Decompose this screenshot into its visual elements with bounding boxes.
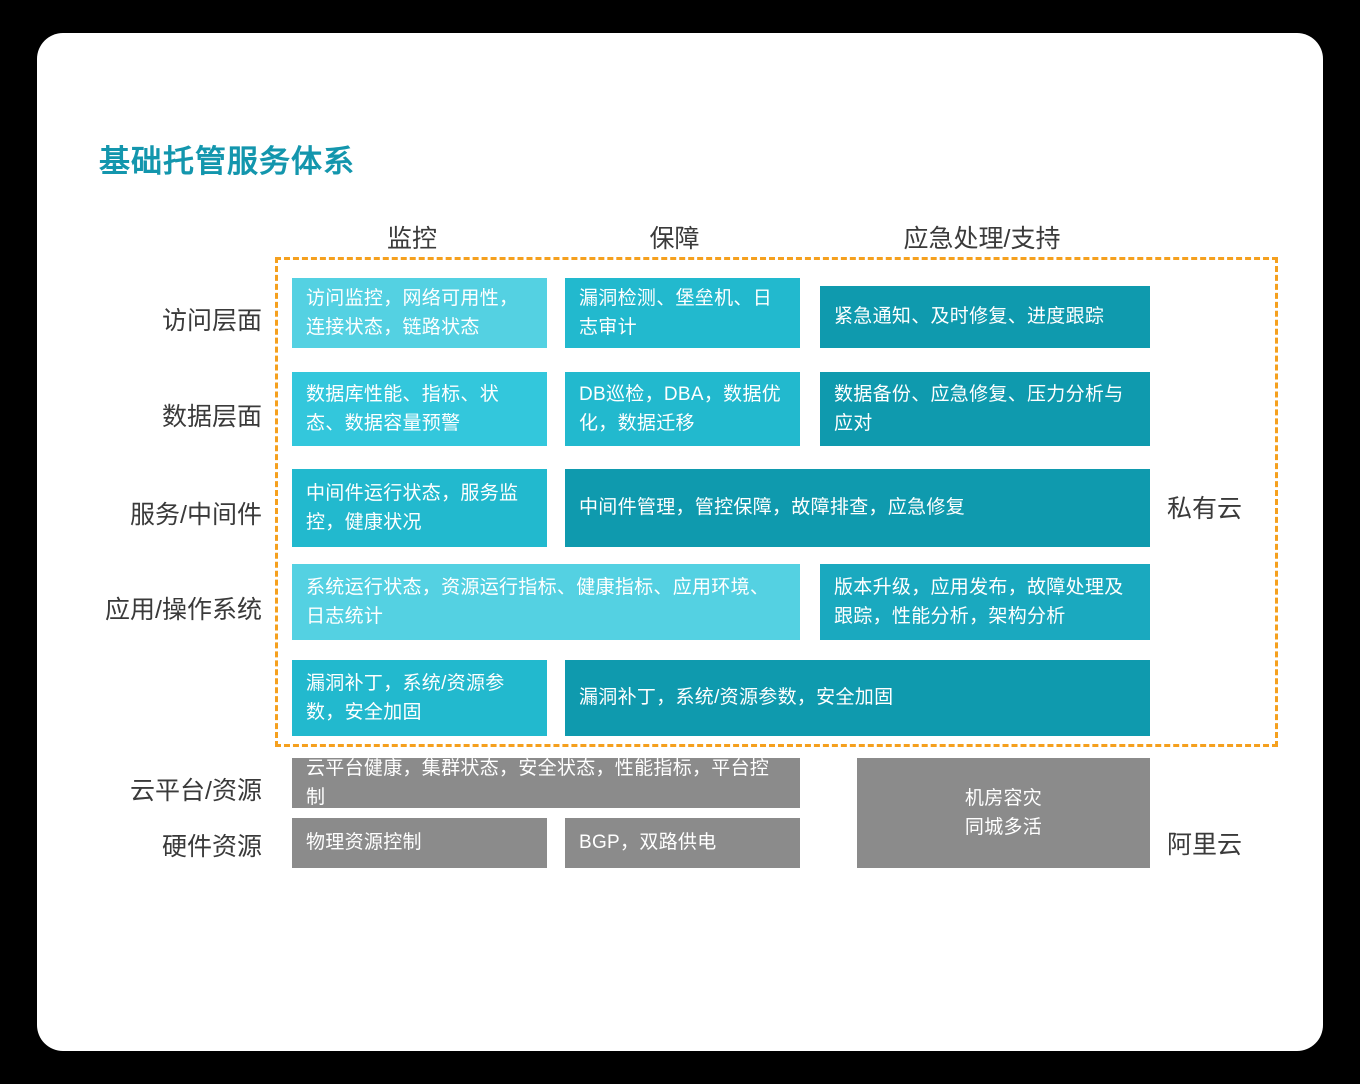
cell-patch-monitor[interactable]: 漏洞补丁，系统/资源参数，安全加固 bbox=[292, 660, 547, 736]
cell-text: 紧急通知、及时修复、进度跟踪 bbox=[834, 306, 1105, 328]
cell-text: 版本升级，应用发布，故障处理及跟踪，性能分析，架构分析 bbox=[834, 576, 1124, 627]
cell-access-guarantee[interactable]: 漏洞检测、堡垒机、日志审计 bbox=[565, 278, 800, 348]
cell-data-emergency[interactable]: 数据备份、应急修复、压力分析与应对 bbox=[820, 372, 1150, 446]
diagram-card: 基础托管服务体系 监控 保障 应急处理/支持 访问层面 数据层面 服务/中间件 … bbox=[37, 33, 1323, 1051]
cell-text: DB巡检，DBA，数据优化，数据迁移 bbox=[579, 383, 782, 434]
row-label-access: 访问层面 bbox=[161, 307, 262, 335]
row-label-platform: 云平台/资源 bbox=[130, 777, 262, 805]
cell-text: 漏洞补丁，系统/资源参数，安全加固 bbox=[306, 672, 505, 723]
cell-text-line1: 机房容灾 bbox=[964, 787, 1043, 809]
side-label-private-cloud: 私有云 bbox=[1167, 495, 1243, 523]
cell-text: 访问监控，网络可用性，连接状态，链路状态 bbox=[306, 287, 519, 338]
cell-text: BGP，双路供电 bbox=[579, 832, 717, 854]
cell-text: 漏洞检测、堡垒机、日志审计 bbox=[579, 287, 773, 338]
cell-text: 中间件管理，管控保障，故障排查，应急修复 bbox=[579, 497, 966, 519]
cell-text: 数据库性能、指标、状态、数据容量预警 bbox=[306, 383, 500, 434]
column-header-emergency: 应急处理/支持 bbox=[903, 225, 1061, 253]
row-label-data: 数据层面 bbox=[161, 403, 262, 431]
cell-service-wide[interactable]: 中间件管理，管控保障，故障排查，应急修复 bbox=[565, 469, 1150, 547]
cell-hardware-guarantee[interactable]: BGP，双路供电 bbox=[565, 818, 800, 868]
cell-access-monitor[interactable]: 访问监控，网络可用性，连接状态，链路状态 bbox=[292, 278, 547, 348]
row-label-service: 服务/中间件 bbox=[130, 501, 262, 529]
row-label-hardware: 硬件资源 bbox=[161, 833, 262, 861]
page-title: 基础托管服务体系 bbox=[99, 144, 355, 179]
cell-data-guarantee[interactable]: DB巡检，DBA，数据优化，数据迁移 bbox=[565, 372, 800, 446]
cell-application-wide[interactable]: 系统运行状态，资源运行指标、健康指标、应用环境、日志统计 bbox=[292, 564, 800, 640]
side-label-alibaba-cloud: 阿里云 bbox=[1167, 831, 1243, 859]
cell-text-line2: 同城多活 bbox=[964, 817, 1043, 838]
column-header-monitor: 监控 bbox=[386, 225, 437, 253]
cell-access-emergency[interactable]: 紧急通知、及时修复、进度跟踪 bbox=[820, 286, 1150, 348]
cell-platform-monitor[interactable]: 云平台健康，集群状态，安全状态，性能指标，平台控制 bbox=[292, 758, 800, 808]
cell-text: 中间件运行状态，服务监控，健康状况 bbox=[306, 482, 519, 533]
row-label-application: 应用/操作系统 bbox=[105, 596, 262, 624]
cell-text: 物理资源控制 bbox=[306, 832, 422, 854]
cell-patch-wide[interactable]: 漏洞补丁，系统/资源参数，安全加固 bbox=[565, 660, 1150, 736]
cell-data-monitor[interactable]: 数据库性能、指标、状态、数据容量预警 bbox=[292, 372, 547, 446]
cell-text: 云平台健康，集群状态，安全状态，性能指标，平台控制 bbox=[306, 757, 770, 808]
cell-text: 系统运行状态，资源运行指标、健康指标、应用环境、日志统计 bbox=[306, 576, 770, 627]
cell-application-emergency[interactable]: 版本升级，应用发布，故障处理及跟踪，性能分析，架构分析 bbox=[820, 564, 1150, 640]
cell-disaster-recovery[interactable]: 机房容灾 同城多活 bbox=[857, 758, 1150, 868]
column-header-guarantee: 保障 bbox=[649, 225, 700, 253]
cell-text: 数据备份、应急修复、压力分析与应对 bbox=[834, 383, 1124, 434]
cell-text: 漏洞补丁，系统/资源参数，安全加固 bbox=[579, 687, 894, 709]
cell-hardware-monitor[interactable]: 物理资源控制 bbox=[292, 818, 547, 868]
cell-service-monitor[interactable]: 中间件运行状态，服务监控，健康状况 bbox=[292, 469, 547, 547]
